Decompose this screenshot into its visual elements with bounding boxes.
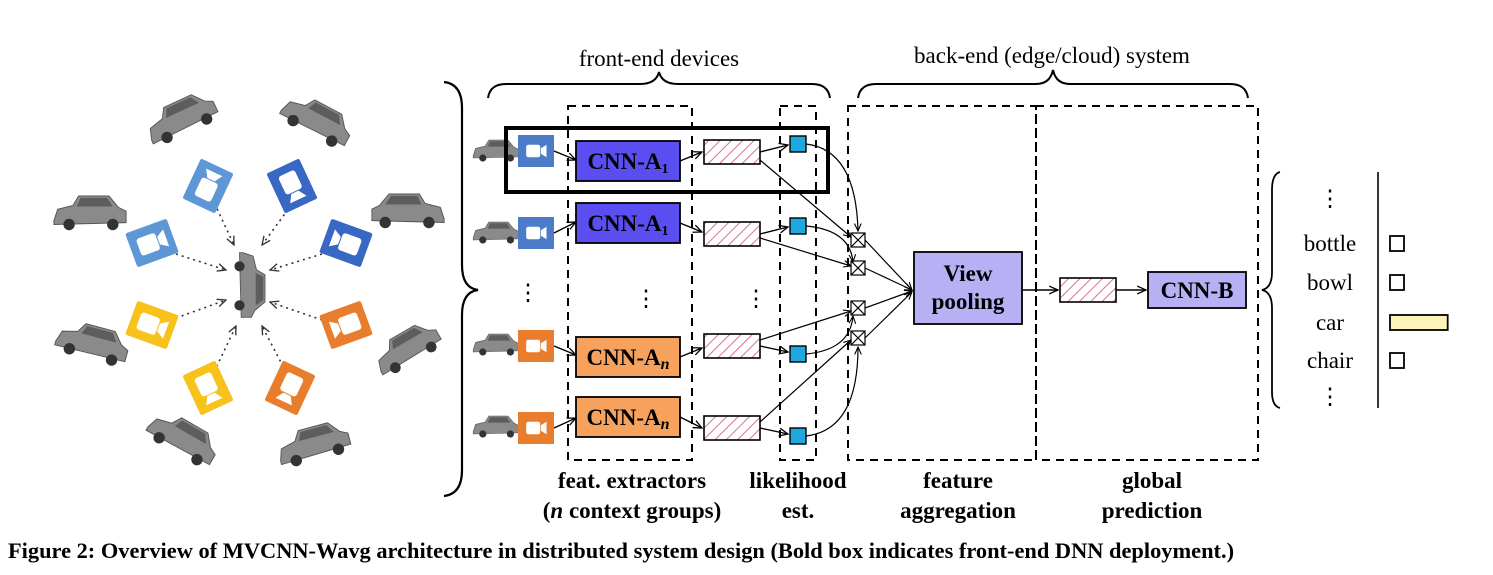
feature-vector — [703, 415, 761, 441]
cnn-a-label: CNN-A — [587, 211, 661, 236]
camera-icon — [183, 159, 233, 213]
pooled-feature-vector — [1059, 277, 1117, 303]
camera-icon — [319, 219, 373, 267]
prediction-label: global — [1122, 468, 1182, 493]
class-score-bar — [1389, 314, 1449, 331]
class-score-list: bottle bowl car chair — [1304, 231, 1449, 373]
feat-extractors-n: n — [550, 498, 563, 523]
camera-icon — [265, 361, 315, 415]
car-view-image — [53, 195, 127, 231]
svg-text:CNN-An: CNN-An — [586, 405, 669, 433]
front-end-brace — [487, 71, 831, 99]
car-view-image — [472, 221, 520, 244]
row-ellipsis: ⋮ — [635, 286, 658, 311]
camera-icon — [518, 330, 554, 362]
class-score-bar — [1389, 352, 1405, 369]
output-brace — [1261, 171, 1281, 409]
feat-extractors-label: feat. extractors — [558, 468, 706, 493]
car-view-image — [140, 87, 222, 150]
back-end-brace — [857, 69, 1249, 99]
camera-icon — [518, 217, 554, 249]
camera-icon — [125, 219, 179, 267]
svg-text:(n context groups): (n context groups) — [543, 498, 721, 523]
svg-text:CNN-An: CNN-An — [586, 345, 669, 373]
camera-icon — [125, 301, 179, 349]
likelihood-square — [789, 345, 807, 363]
likelihood-box — [779, 105, 817, 461]
class-score-bar — [1389, 274, 1405, 291]
feature-vector — [703, 333, 761, 359]
cnn-a-subscript: n — [661, 356, 670, 373]
feature-vector — [703, 221, 761, 247]
view-pooling-label-2: pooling — [932, 289, 1005, 314]
class-label: car — [1316, 310, 1344, 335]
cnn-a-subscript: n — [661, 416, 670, 433]
cnn-an-box — [575, 336, 681, 378]
aggregation-label: feature — [923, 468, 993, 493]
weighting-connections — [759, 143, 912, 437]
prediction-label-2: prediction — [1102, 498, 1203, 523]
cnn-a1-box — [575, 202, 681, 244]
row-ellipsis: ⋮ — [745, 286, 768, 311]
class-ellipsis: ⋮ — [1319, 186, 1342, 211]
cnn-b-box — [1147, 271, 1247, 309]
camera-icon — [518, 412, 554, 444]
car-view-image — [142, 405, 224, 472]
likelihood-square — [789, 135, 807, 153]
feature-vector — [703, 139, 761, 165]
class-label: bowl — [1307, 270, 1353, 295]
class-label: chair — [1307, 348, 1353, 373]
likelihood-label-2: est. — [782, 498, 815, 523]
car-view-image — [368, 316, 446, 381]
global-prediction-box — [1035, 105, 1259, 461]
car-view-image — [472, 333, 520, 356]
camera-icon — [183, 361, 233, 415]
multi-view-camera-ring — [52, 87, 446, 472]
car-view-image — [371, 193, 445, 229]
group-brace — [443, 80, 479, 498]
class-ellipsis: ⋮ — [1319, 384, 1342, 409]
likelihood-square — [789, 217, 807, 235]
feat-extractors-context: context groups) — [563, 498, 721, 523]
cnn-a-label: CNN-A — [586, 345, 660, 370]
class-score-bar — [1389, 235, 1405, 252]
camera-icon — [319, 301, 373, 349]
center-car-image — [233, 252, 266, 318]
pipeline-row-4: CNN-An — [472, 396, 807, 445]
car-view-image — [52, 316, 133, 370]
weighting-nodes — [850, 232, 866, 346]
feat-extractors-paren-open: ( — [543, 498, 551, 523]
camera-icon — [267, 159, 317, 213]
aggregation-label-2: aggregation — [900, 498, 1016, 523]
cnn-a-subscript: 1 — [662, 224, 669, 239]
pipeline-row-2: CNN-A1 — [472, 202, 807, 249]
front-end-label: front-end devices — [579, 46, 739, 71]
cnn-a-label: CNN-A — [586, 405, 660, 430]
back-end-label: back-end (edge/cloud) system — [914, 43, 1190, 68]
cnn-b-label: CNN-B — [1161, 278, 1234, 303]
figure-caption: Figure 2: Overview of MVCNN-Wavg archite… — [8, 538, 1235, 563]
car-view-image — [273, 417, 354, 471]
car-view-image — [276, 87, 358, 153]
car-view-image — [472, 415, 520, 438]
camera-icon — [518, 135, 554, 167]
class-label: bottle — [1304, 231, 1356, 256]
view-pooling-box — [913, 251, 1023, 325]
pipeline-row-1: CNN-A1 — [472, 135, 807, 182]
view-pooling-label-1: View — [944, 261, 993, 286]
svg-text:CNN-A1: CNN-A1 — [587, 149, 668, 177]
row-ellipsis: ⋮ — [517, 280, 540, 305]
pipeline-row-3: CNN-An — [472, 330, 807, 378]
feature-extractors-box — [567, 105, 693, 461]
cnn-a-subscript: 1 — [662, 162, 669, 177]
feature-aggregation-box — [847, 105, 1037, 461]
cnn-a-label: CNN-A — [587, 149, 661, 174]
view-arrows — [175, 197, 323, 373]
front-end-deployment-box — [504, 126, 830, 194]
likelihood-label: likelihood — [749, 468, 846, 493]
car-view-image — [472, 139, 520, 162]
svg-text:CNN-A1: CNN-A1 — [587, 211, 668, 239]
likelihood-square — [789, 427, 807, 445]
